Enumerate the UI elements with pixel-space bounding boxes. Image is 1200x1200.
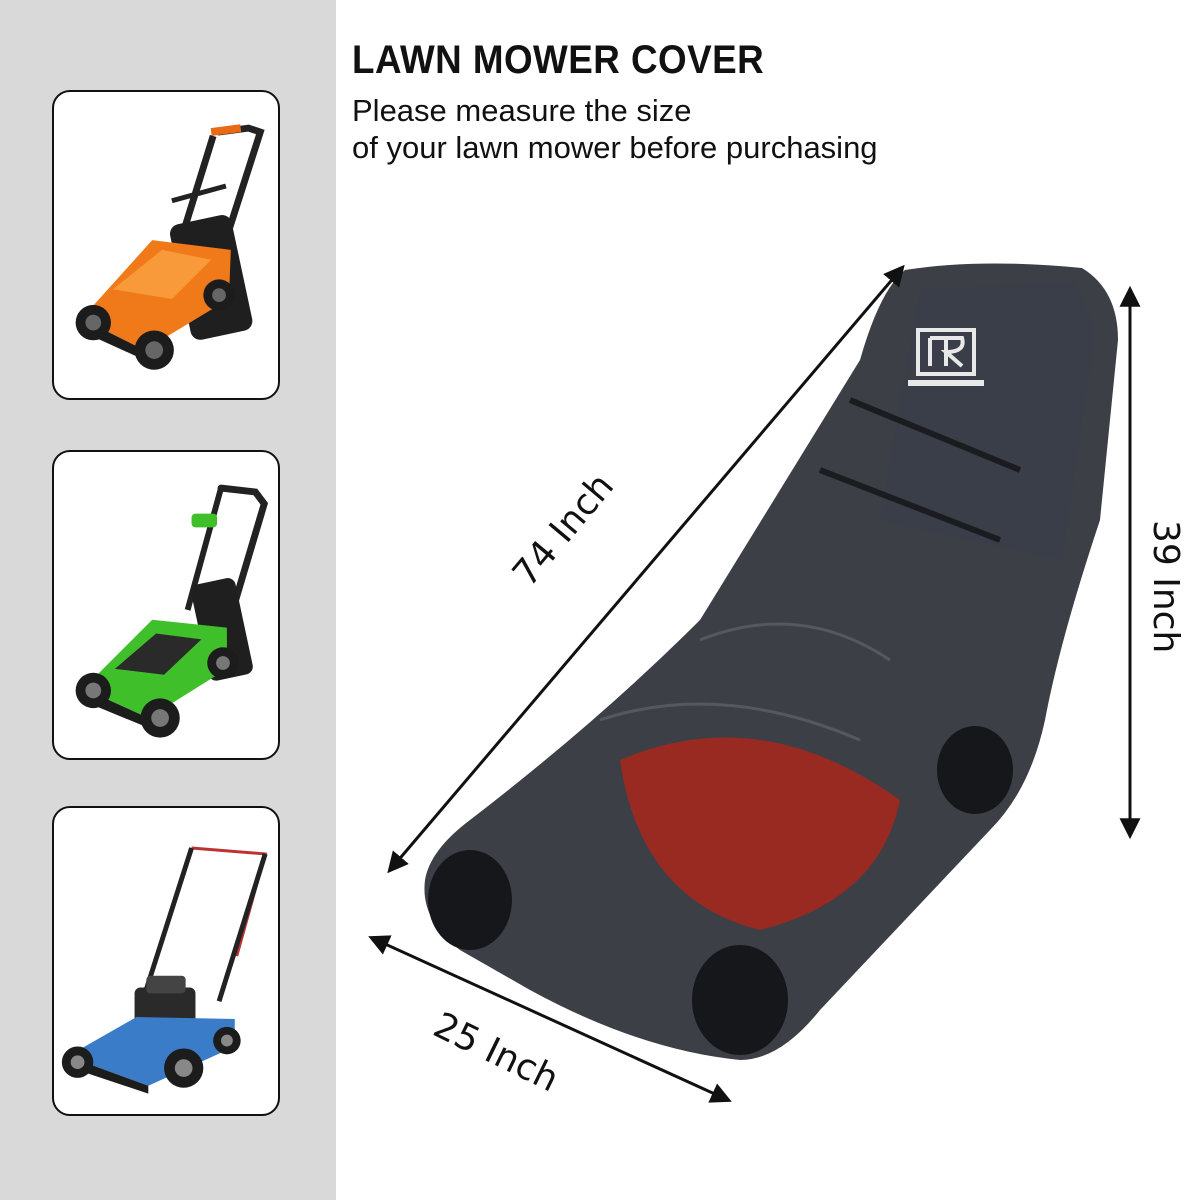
- width-arrow: [368, 935, 732, 1103]
- covered-mower-diagram: [368, 263, 1141, 1103]
- mower-example-card-blue: [52, 806, 280, 1116]
- subtitle-line-2: of your lawn mower before purchasing: [352, 130, 878, 165]
- blue-mower-icon: [61, 846, 268, 1094]
- brand-logo: [908, 328, 984, 386]
- orange-mower-icon: [75, 124, 265, 370]
- mower-examples-panel: [0, 0, 336, 1200]
- page-subtitle: Please measure the size of your lawn mow…: [352, 92, 878, 166]
- page-title: LAWN MOWER COVER: [352, 38, 765, 82]
- green-mower-icon: [75, 484, 269, 738]
- mower-example-card-green: [52, 450, 280, 760]
- subtitle-line-1: Please measure the size: [352, 93, 692, 128]
- height-dimension-label: 39 Inch: [1145, 520, 1186, 654]
- mower-example-card-orange: [52, 90, 280, 400]
- mower-cover-shape: [424, 263, 1118, 1060]
- length-arrow: [387, 264, 905, 874]
